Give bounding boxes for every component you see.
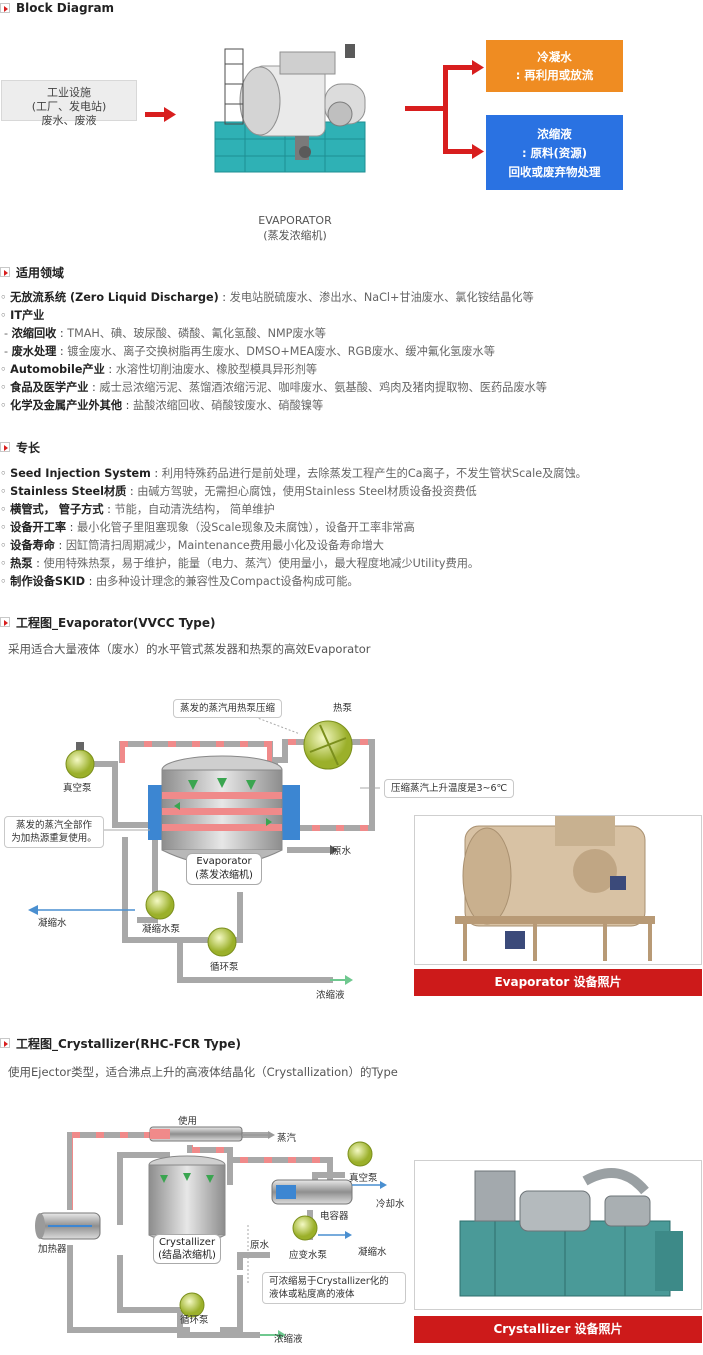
- output-box-concentrate: 浓缩液 : 原料(资源) 回收或废弃物处理: [486, 115, 623, 190]
- strengths-list: ◦ Seed Injection System : 利用特殊药品进行是前处理，去…: [0, 465, 700, 591]
- block-diagram-title: Block Diagram: [0, 0, 114, 16]
- condensate-pump-icon: [145, 890, 175, 920]
- crystallizer-photo-image: [415, 1161, 701, 1309]
- list-item: ◦ 食品及医学产业 : 威士忌浓缩污泥、蒸馏酒浓缩污泥、咖啡废水、氨基酸、鸡肉及…: [0, 381, 547, 394]
- evaporator-photo: [414, 815, 702, 965]
- list-item: ◦ 设备开工率 : 最小化管子里阻塞现象（没Scale现象及未腐蚀），设备开工率…: [0, 521, 415, 534]
- source-arrow: [145, 107, 176, 122]
- list-item: ◦ 无放流系统 (Zero Liquid Discharge) : 发电站脱硫废…: [0, 291, 534, 304]
- section-marker-icon: [0, 442, 10, 452]
- output-box-condensate: 冷凝水 : 再利用或放流: [486, 40, 623, 92]
- split-arrow: [405, 60, 484, 159]
- crystallizer-intro: 使用Ejector类型，适合沸点上升的高液体结晶化（Crystallizatio…: [8, 1065, 398, 1079]
- applications-title: 适用领域: [0, 264, 64, 280]
- list-item: ◦ Stainless Steel材质 : 由碱方驾驶，无需担心腐蚀，使用Sta…: [0, 485, 477, 498]
- evaporator-process-diagram: [28, 716, 380, 985]
- callout-reuse-steam: 蒸发的蒸汽全部作 为加热源重复使用。: [4, 816, 104, 848]
- evaporator-section-title: 工程图_Evaporator(VVCC Type): [0, 614, 216, 630]
- evaporator-caption: EVAPORATOR (蒸发浓缩机): [258, 214, 332, 242]
- label-condenser: 电容器: [320, 1211, 349, 1222]
- evaporator-photo-caption: Evaporator 设备照片: [414, 969, 702, 996]
- label-strain-pump: 应变水泵: [289, 1250, 328, 1261]
- list-item: ◦ IT产业: [0, 309, 45, 322]
- heat-exchanger-right: [280, 785, 300, 840]
- list-item: ◦ 设备寿命 : 因缸筒清扫周期减少，Maintenance费用最小化及设备寿命…: [0, 539, 384, 552]
- flow-arrows: [174, 778, 272, 826]
- label-condensate: 凝缩水: [38, 918, 67, 929]
- vacuum-pump-icon: [65, 742, 95, 779]
- list-item: ◦ Automobile产业 : 水溶性切削油废水、橡胶型模具异形剂等: [0, 363, 318, 376]
- label-concentrate: 浓缩液: [316, 990, 345, 1001]
- list-item: - 浓缩回收 : TMAH、碘、玻尿酸、磷酸、氰化氢酸、NMP废水等: [4, 327, 326, 340]
- label-use: 使用: [178, 1116, 198, 1127]
- condensate-out-arrow: [28, 905, 135, 915]
- list-item: ◦ Seed Injection System : 利用特殊药品进行是前处理，去…: [0, 467, 587, 480]
- block-diagram-arrows: [145, 60, 484, 159]
- evaporator-illustration: [214, 44, 366, 173]
- cooling-water-arrow: [352, 1181, 387, 1189]
- evaporator-vessel-label: Evaporator (蒸发浓缩机): [186, 853, 262, 885]
- label-circulation-pump: 循环泵: [210, 962, 239, 973]
- crystallizer-photo-caption: Crystallizer 设备照片: [414, 1316, 702, 1343]
- section-marker-icon: [0, 617, 10, 627]
- label-raw-water: 原水: [332, 846, 352, 857]
- callout-crystallizer: 可浓缩易于Crystallizer化的 液体或粘度高的液体: [262, 1272, 406, 1304]
- list-item: - 废水处理 : 镀金废水、离子交换树脂再生废水、DMSO+MEA废水、RGB废…: [4, 345, 495, 358]
- callout-temperature: 压缩蒸汽上升温度是3~6℃: [384, 779, 515, 798]
- condensate-out-arrow: [318, 1231, 352, 1239]
- concentrate-out-arrow: [260, 1330, 286, 1340]
- applications-list: ◦ 无放流系统 (Zero Liquid Discharge) : 发电站脱硫废…: [0, 289, 700, 415]
- circulation-pump-icon: [207, 927, 237, 957]
- list-item: ◦ 制作设备SKID : 由多种设计理念的兼容性及Compact设备构成可能。: [0, 575, 359, 588]
- section-marker-icon: [0, 3, 10, 13]
- label-heat-pump: 热泵: [333, 703, 353, 714]
- crystallizer-vessel-label: Crystallizer (结晶浓缩机): [153, 1234, 221, 1264]
- label-condensate: 凝缩水: [358, 1247, 387, 1258]
- strengths-title: 专长: [0, 439, 40, 455]
- crystallizer-photo: [414, 1160, 702, 1310]
- concentrate-out-arrow: [330, 975, 353, 985]
- steam-out-arrow: [242, 1131, 275, 1139]
- label-raw-water: 原水: [250, 1240, 270, 1251]
- evaporator-photo-image: [415, 816, 701, 964]
- raw-water-arrow: [330, 845, 338, 855]
- label-concentrate: 浓缩液: [274, 1334, 303, 1345]
- callout-compressed-steam: 蒸发的蒸汽用热泵压缩: [173, 699, 283, 718]
- strain-pump-icon: [292, 1215, 318, 1241]
- condenser-icon: [271, 1179, 353, 1205]
- label-cooling-water: 冷却水: [376, 1199, 405, 1210]
- list-item: ◦ 横管式， 管子方式 : 节能，自动清洗结构， 简单维护: [0, 503, 275, 516]
- crystallizer-section-title: 工程图_Crystallizer(RHC-FCR Type): [0, 1035, 241, 1051]
- label-condensate-pump: 凝缩水泵: [142, 924, 181, 935]
- section-marker-icon: [0, 267, 10, 277]
- list-item: ◦ 热泵 : 使用特殊热泵，易于维护，能量（电力、蒸汽）使用量小，最大程度地减少…: [0, 557, 480, 570]
- label-heater: 加热器: [38, 1244, 67, 1255]
- label-circulation-pump: 循环泵: [180, 1315, 209, 1326]
- label-vacuum-pump: 真空泵: [349, 1173, 378, 1184]
- source-box: 工业设施 (工厂、发电站) 废水、废液: [1, 80, 137, 127]
- vacuum-pump-icon: [347, 1141, 373, 1167]
- ejector-icon: [149, 1126, 243, 1142]
- heat-pump-icon: [303, 720, 353, 770]
- evaporator-intro: 采用适合大量液体（废水）的水平管式蒸发器和热泵的高效Evaporator: [8, 642, 371, 656]
- list-item: ◦ 化学及金属产业外其他 : 盐酸浓缩回收、硝酸铵废水、硝酸镍等: [0, 399, 324, 412]
- section-marker-icon: [0, 1038, 10, 1048]
- circulation-pump-icon: [179, 1292, 205, 1318]
- label-steam: 蒸汽: [277, 1133, 297, 1144]
- heater-icon: [35, 1212, 101, 1240]
- label-vacuum-pump: 真空泵: [63, 783, 92, 794]
